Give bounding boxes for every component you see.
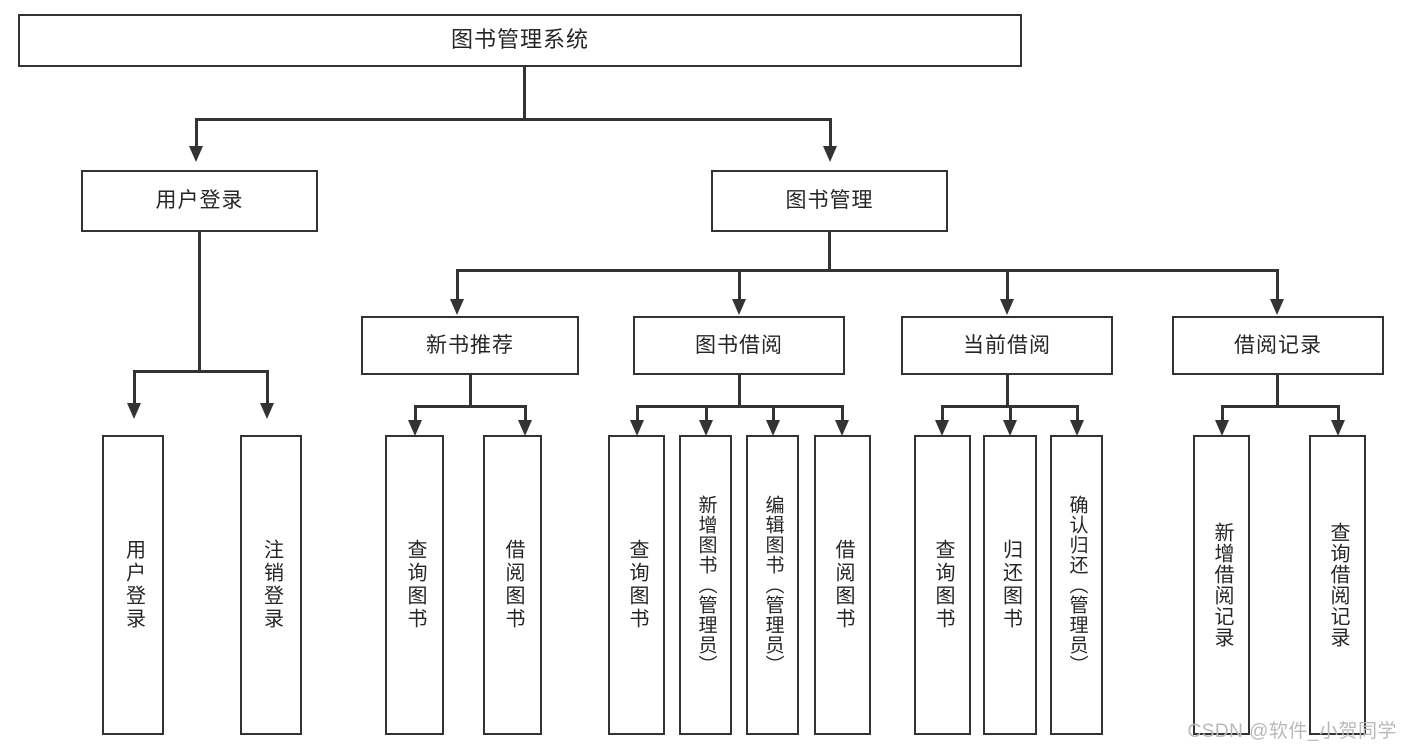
arrow-current-borrow-1 [935,420,949,436]
leaf-confirm-return-label: 确认归还（管理员） [1066,495,1088,675]
leaf-user-logout-label: 注销登录 [260,539,283,631]
connector-book-borrow-stem [738,375,741,407]
connector-current-borrow-stem [1006,375,1009,407]
arrow-new-book-1 [408,420,422,436]
arrow-book-borrow-3 [766,420,780,436]
leaf-return-book[interactable]: 归还图书 [983,435,1037,735]
connector-book-borrow-bus [636,405,843,408]
csdn-watermark: CSDN @软件_小贺同学 [1187,721,1397,742]
node-new-book-recommend-label: 新书推荐 [426,333,514,357]
node-book-manage-label: 图书管理 [785,189,874,213]
connector-borrow-record-drop-2 [1337,405,1340,427]
leaf-add-record-label: 新增借阅记录 [1211,522,1233,648]
connector-new-book-drop-1 [414,405,417,427]
connector-borrow-record-drop-1 [1221,405,1224,427]
connector-book-borrow-drop-3 [772,405,775,427]
connector-user-login-stem [198,232,201,372]
connector-user-login-drop-2 [266,370,269,405]
leaf-borrow-book-1[interactable]: 借阅图书 [483,435,542,735]
connector-book-borrow-drop-2 [705,405,708,427]
connector-current-borrow-drop-3 [1076,405,1079,427]
arrow-book-borrow-2 [699,420,713,436]
connector-level3-drop-1 [456,269,459,301]
leaf-return-book-label: 归还图书 [999,539,1022,631]
node-borrow-record[interactable]: 借阅记录 [1172,316,1384,375]
arrow-current-borrow-2 [1003,420,1017,436]
leaf-edit-book-label: 编辑图书（管理员） [762,495,784,675]
connector-borrow-record-stem [1276,375,1279,407]
connector-level3-bus [456,269,1278,272]
leaf-query-book-2-label: 查询图书 [626,539,648,631]
connector-book-borrow-drop-1 [636,405,639,427]
leaf-user-login[interactable]: 用户登录 [102,435,164,735]
node-root-label: 图书管理系统 [450,27,589,53]
node-new-book-recommend[interactable]: 新书推荐 [361,316,579,375]
node-current-borrow[interactable]: 当前借阅 [901,316,1113,375]
node-book-manage[interactable]: 图书管理 [711,170,948,232]
arrow-borrow-record-1 [1215,420,1229,436]
connector-user-login-bus [133,370,268,373]
connector-book-manage-stem [828,232,831,271]
arrow-book-borrow-1 [630,420,644,436]
arrow-new-book-2 [518,420,532,436]
arrow-level3-3 [1000,299,1014,315]
arrow-level3-2 [732,299,746,315]
leaf-add-book-label: 新增图书（管理员） [695,495,717,675]
leaf-query-record[interactable]: 查询借阅记录 [1309,435,1366,735]
connector-new-book-drop-2 [524,405,527,427]
leaf-query-book-1-label: 查询图书 [404,539,426,631]
leaf-query-book-2[interactable]: 查询图书 [608,435,665,735]
leaf-query-book-3[interactable]: 查询图书 [914,435,971,735]
connector-level2-drop-2 [829,118,832,148]
connector-root-stem [523,67,526,119]
arrow-borrow-record-2 [1331,420,1345,436]
node-user-login[interactable]: 用户登录 [81,170,318,232]
leaf-query-record-label: 查询借阅记录 [1327,522,1349,648]
connector-level2-bus [195,118,831,121]
arrow-book-borrow-4 [835,420,849,436]
connector-level3-drop-2 [738,269,741,301]
connector-new-book-bus [414,405,526,408]
leaf-edit-book[interactable]: 编辑图书（管理员） [746,435,799,735]
arrow-level2-2 [823,146,837,162]
leaf-user-login-label: 用户登录 [122,539,145,631]
leaf-add-book[interactable]: 新增图书（管理员） [679,435,732,735]
node-book-borrow[interactable]: 图书借阅 [633,316,845,375]
connector-current-borrow-drop-1 [941,405,944,427]
connector-level3-drop-3 [1006,269,1009,301]
leaf-borrow-book-2[interactable]: 借阅图书 [814,435,871,735]
leaf-add-record[interactable]: 新增借阅记录 [1193,435,1250,735]
arrow-current-borrow-3 [1070,420,1084,436]
leaf-query-book-3-label: 查询图书 [932,539,954,631]
arrow-level3-4 [1270,299,1284,315]
leaf-confirm-return[interactable]: 确认归还（管理员） [1050,435,1103,735]
node-current-borrow-label: 当前借阅 [963,333,1051,357]
leaf-borrow-book-2-label: 借阅图书 [832,539,854,631]
arrow-user-login-2 [260,403,274,419]
node-borrow-record-label: 借阅记录 [1234,333,1322,357]
node-book-borrow-label: 图书借阅 [695,333,783,357]
leaf-query-book-1[interactable]: 查询图书 [385,435,444,735]
node-user-login-label: 用户登录 [155,189,244,213]
connector-borrow-record-bus [1221,405,1339,408]
arrow-level3-1 [450,299,464,315]
arrow-user-login-1 [127,403,141,419]
connector-new-book-stem [469,375,472,407]
leaf-user-logout[interactable]: 注销登录 [240,435,302,735]
connector-book-borrow-drop-4 [841,405,844,427]
connector-current-borrow-drop-2 [1009,405,1012,427]
connector-level3-drop-4 [1276,269,1279,301]
leaf-borrow-book-1-label: 借阅图书 [502,539,524,631]
connector-level2-drop-1 [195,118,198,148]
arrow-level2-1 [189,146,203,162]
connector-user-login-drop-1 [133,370,136,405]
node-root[interactable]: 图书管理系统 [18,14,1022,67]
